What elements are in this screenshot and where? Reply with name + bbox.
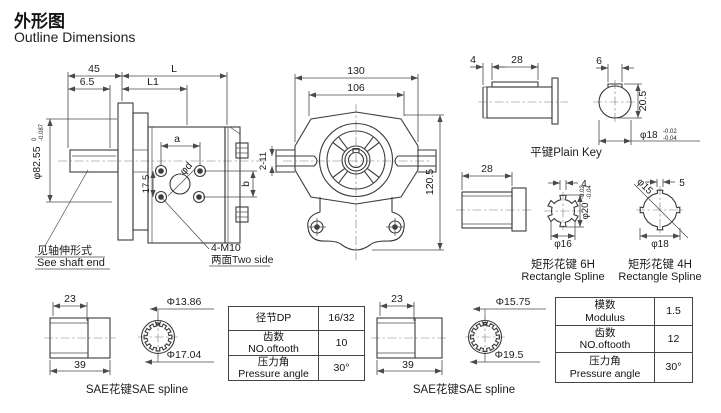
- dim-sae2-phi19-5: Φ19.5: [495, 349, 524, 361]
- flange-bolt-holes: [308, 218, 404, 236]
- note-two-side: 两面Two side: [211, 254, 274, 266]
- spline4-label-en: Rectangle Spline: [618, 271, 701, 283]
- dim-spline6-phi20: φ20: [580, 203, 591, 220]
- dim-key-6: 6: [596, 55, 602, 67]
- dim-sae2-23: 23: [391, 293, 403, 305]
- mounting-bolt-holes: [154, 164, 207, 204]
- dim-2-11: 2-11: [258, 152, 269, 170]
- dim-spline4-phi18: φ18: [651, 239, 669, 250]
- spline4-label-zh: 矩形花键 4H: [628, 257, 692, 271]
- note-shaft-zh: 见轴伸形式: [37, 243, 92, 257]
- spline-6h-view: 28 4 φ16 φ20 -0.02 -0.04 矩形花键 6H Rectang…: [456, 163, 605, 283]
- spokes: [332, 136, 380, 184]
- keyway-notch: [352, 147, 360, 153]
- dim-sae1-23: 23: [64, 293, 76, 305]
- note-4-M10: 4-M10: [211, 242, 241, 254]
- dim-spline4-phi15: φ15: [634, 177, 655, 198]
- dim-key-phi18-tol-up: -0.02: [663, 129, 677, 135]
- dim-sae2-39: 39: [402, 359, 414, 371]
- dim-106: 106: [347, 82, 365, 94]
- dim-spline6-28: 28: [481, 163, 493, 175]
- sae2-label: SAE花键SAE spline: [413, 382, 515, 396]
- dim-b: b: [240, 181, 252, 187]
- table-cell: 30°: [318, 355, 365, 382]
- dim-L: L: [171, 63, 177, 75]
- dim-key-20-5: 20.5: [637, 91, 649, 112]
- dim-key-4: 4: [470, 54, 476, 66]
- dim-key-phi18: φ18: [640, 130, 658, 141]
- plain-key-label: 平键Plain Key: [530, 145, 602, 159]
- spline-4h-view: 5 φ15 φ18 矩形花键 4H Rectangle Spline: [618, 177, 701, 283]
- plain-key-view: 4 28 6 20.5 φ18 -0.02: [470, 54, 700, 159]
- dim-130: 130: [347, 65, 365, 77]
- dim-L1: L1: [147, 76, 159, 88]
- page-title-zh: 外形图: [14, 12, 65, 31]
- spline6-label-zh: 矩形花键 6H: [531, 257, 595, 271]
- sae-spline2-view: 23 39 Φ15.75 Φ19.5 SAE花键SAE spline: [371, 293, 546, 396]
- port-circle: [169, 173, 191, 195]
- dim-17-5: 17.5: [141, 175, 152, 194]
- sae-spline1-view: 23 39 Φ13.86 Φ17.04 SAE花键SAE spline: [44, 293, 214, 396]
- dim-a: a: [174, 133, 180, 145]
- dim-phi82-55: φ82.55: [31, 146, 43, 179]
- dim-spline6-4: 4: [581, 179, 587, 190]
- spline6-label-en: Rectangle Spline: [521, 271, 604, 283]
- table-cell: 30°: [654, 352, 693, 383]
- dim-sae1-phi17-04: Φ17.04: [167, 349, 202, 361]
- page-title-en: Outline Dimensions: [14, 29, 136, 45]
- table-cell: 1.5: [654, 297, 693, 326]
- dim-phi82-55-tol-up: 0: [32, 137, 38, 141]
- dim-spline6-phi16: φ16: [554, 239, 572, 250]
- dim-key-28: 28: [511, 54, 523, 66]
- dim-120-5: 120.5: [424, 169, 436, 195]
- dim-phi82-55-tol-dn: -0.087: [39, 123, 45, 141]
- table-cell: 12: [654, 325, 693, 353]
- dim-45: 45: [88, 63, 100, 75]
- dim-spline6-phi20-tol-dn: -0.04: [587, 185, 593, 199]
- table-cell: 16/32: [318, 306, 365, 331]
- dim-spline4-5: 5: [679, 178, 685, 189]
- dim-sae1-39: 39: [74, 359, 86, 371]
- dim-6-5: 6.5: [80, 76, 95, 88]
- table-cell: 径节DP: [228, 306, 319, 331]
- dim-sae2-phi15-75: Φ15.75: [496, 296, 531, 308]
- sae1-label: SAE花键SAE spline: [86, 382, 188, 396]
- dim-spline6-phi20-tol-up: -0.02: [580, 185, 586, 199]
- pump-front-view: 2-11 130 106 120.5: [258, 65, 444, 260]
- dim-phi-d: φd: [178, 160, 195, 178]
- dim-key-phi18-tol-dn: -0.04: [663, 136, 677, 142]
- table-cell: 10: [318, 329, 365, 357]
- pump-side-view: 45 L 6.5 L1 φ82.55 0 -0.087 a 17.5: [31, 63, 274, 270]
- dim-sae1-phi13-86: Φ13.86: [167, 296, 202, 308]
- note-shaft-en: See shaft end: [37, 257, 105, 269]
